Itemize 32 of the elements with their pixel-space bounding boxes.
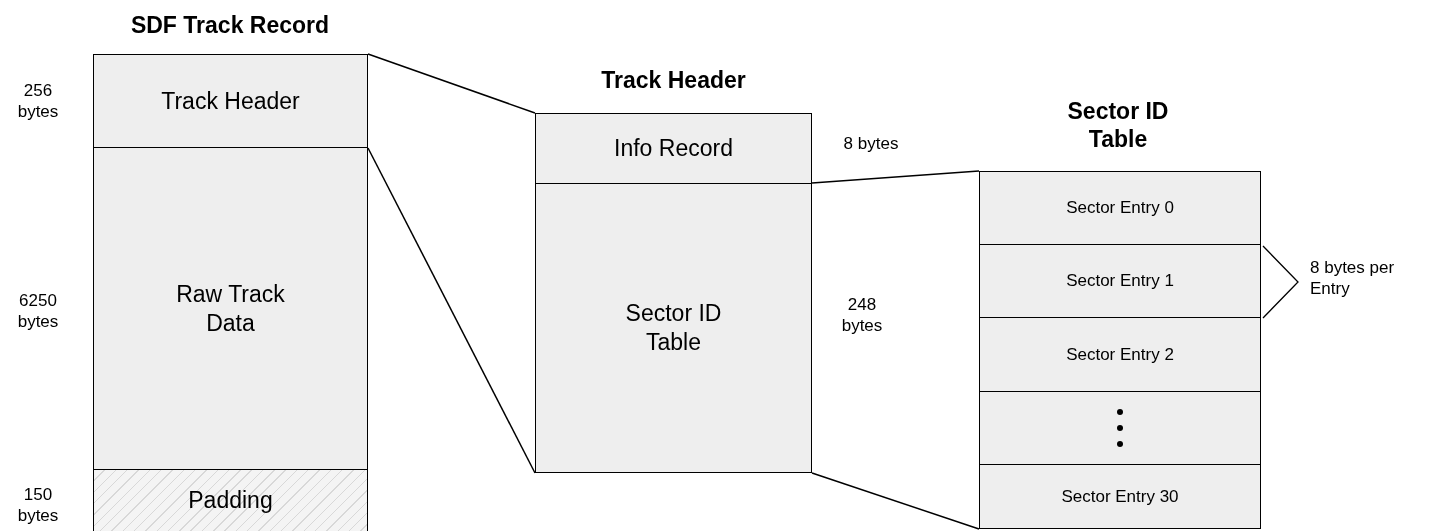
memory-segment: [979, 317, 1261, 392]
section-heading: Track Header: [600, 67, 747, 95]
size-label: 8 bytes: [842, 133, 900, 155]
segment-label: Sector Entry 0: [1066, 197, 1174, 219]
section-heading: Sector ID Table: [1066, 98, 1170, 154]
zoom-line: [811, 170, 980, 184]
empty-box: [979, 391, 1261, 465]
size-label: 150 bytes: [16, 484, 60, 527]
memory-segment: [93, 54, 368, 148]
segment-label: Info Record: [614, 134, 733, 163]
zoom-line: [367, 147, 536, 474]
segment-label: Sector Entry 2: [1066, 343, 1174, 366]
size-label: 256 bytes: [16, 80, 60, 123]
segment-label: Sector Entry 1: [1066, 270, 1174, 292]
memory-segment: [979, 171, 1261, 245]
size-label: 6250 bytes: [16, 290, 60, 333]
memory-segment: [535, 113, 812, 184]
segment-label: Sector ID Table: [624, 299, 723, 357]
memory-segment: [979, 464, 1261, 529]
section-heading: SDF Track Record: [129, 12, 331, 40]
memory-segment: [93, 147, 368, 470]
segment-label: Padding: [188, 486, 273, 515]
memory-segment: [93, 469, 368, 531]
memory-segment: [535, 183, 812, 473]
size-label: 248 bytes: [840, 294, 884, 337]
segment-label: Sector Entry 30: [1061, 485, 1179, 508]
memory-segment: [979, 244, 1261, 318]
zoom-line: [811, 472, 980, 530]
segment-label: Raw Track Data: [175, 279, 286, 338]
note-label: 8 bytes per Entry: [1310, 257, 1396, 300]
segment-label: Track Header: [161, 86, 300, 116]
zoom-line: [367, 53, 536, 114]
